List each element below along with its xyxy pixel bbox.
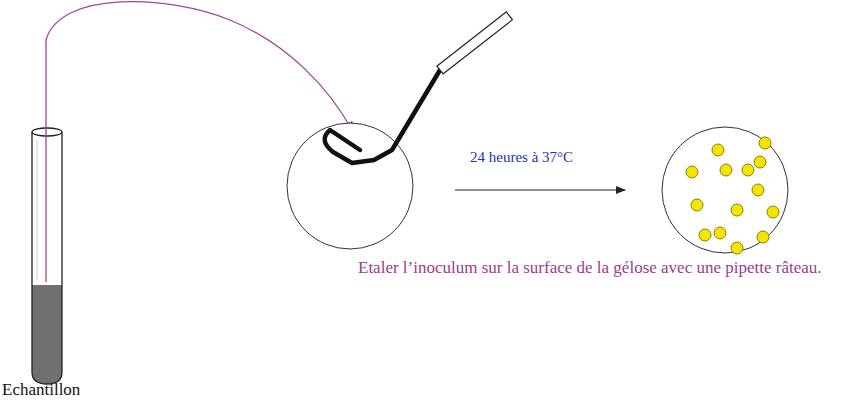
colony	[759, 137, 771, 149]
colony	[720, 164, 732, 176]
test-tube	[32, 128, 62, 384]
instruction-text: Etaler l’inoculum sur la surface de la g…	[358, 253, 836, 283]
colony	[757, 231, 769, 243]
colony	[754, 156, 766, 168]
sample-label: Echantillon	[2, 380, 122, 400]
colony	[712, 144, 724, 156]
incubation-arrow	[455, 190, 625, 191]
colony	[691, 199, 703, 211]
incubation-label: 24 heures à 37°C	[470, 148, 620, 166]
colony	[699, 229, 711, 241]
colony	[686, 166, 698, 178]
sample-liquid	[32, 285, 62, 384]
colony	[731, 242, 743, 254]
rake-pipette	[325, 12, 513, 163]
colony	[752, 184, 764, 196]
colonies	[686, 137, 779, 254]
colony	[767, 206, 779, 218]
petri-dish-colonies	[662, 127, 788, 253]
colony	[742, 164, 754, 176]
colony	[714, 227, 726, 239]
colony	[731, 204, 743, 216]
